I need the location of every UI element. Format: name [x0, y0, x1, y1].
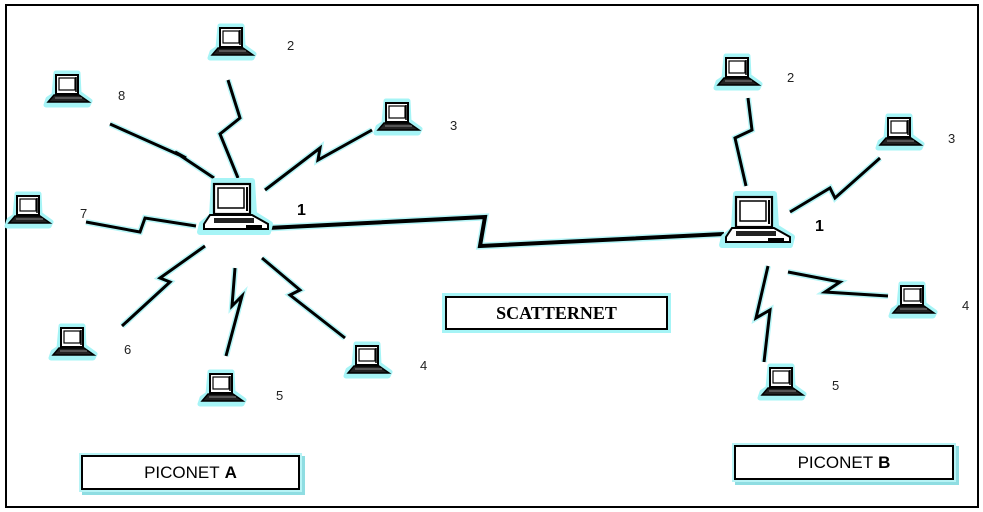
piconet-b-slave-2-number: 2 — [787, 70, 794, 85]
piconet-a-devices: 1 2 3 4 5 6 7 8 — [7, 26, 457, 404]
link-a-1-2 — [218, 79, 242, 179]
piconet-b-master-number: 1 — [815, 218, 824, 235]
scatternet-label-box: SCATTERNET — [445, 296, 668, 330]
piconet-b-slave-4-laptop-icon — [891, 284, 935, 316]
piconet-b-slave-3-number: 3 — [948, 131, 955, 146]
piconet-b-slave-5-laptop-icon — [760, 366, 804, 398]
piconet-b-label-letter: B — [878, 452, 891, 472]
link-a-1-7 — [85, 216, 197, 234]
link-b-1-3 — [789, 156, 881, 214]
piconet-a-slave-5-laptop-icon — [200, 372, 244, 404]
diagram-frame — [5, 4, 979, 508]
piconet-b-slave-4-number: 4 — [962, 298, 969, 313]
piconet-a-slave-3-number: 3 — [450, 118, 457, 133]
piconet-a-slave-5-number: 5 — [276, 388, 283, 403]
scatternet-label: SCATTERNET — [496, 302, 617, 323]
piconet-b-label-box: PICONET B — [734, 445, 954, 480]
piconet-a-label-box: PICONET A — [81, 455, 300, 490]
piconet-a-slave-2-laptop-icon — [210, 26, 254, 58]
piconet-a-slave-3-laptop-icon — [376, 101, 420, 133]
link-b-1-2 — [733, 97, 754, 187]
piconet-a-slave-4-number: 4 — [420, 358, 427, 373]
piconet-b-devices: 1 2 3 4 5 — [716, 56, 969, 398]
link-a-1-5 — [224, 267, 245, 357]
piconet-b-master-laptop-icon — [722, 194, 792, 245]
link-b-1-5 — [753, 265, 772, 363]
piconet-b-slave-5-number: 5 — [832, 378, 839, 393]
scatternet-link — [267, 213, 725, 250]
piconet-b-slave-3-laptop-icon — [878, 116, 922, 148]
link-b-1-4 — [787, 270, 889, 298]
piconet-b-label-prefix: PICONET — [797, 452, 874, 472]
piconet-b-links — [731, 97, 889, 363]
piconet-a-slave-7-laptop-icon — [7, 194, 51, 226]
piconet-a-links — [85, 79, 374, 357]
link-a-1-8 — [109, 122, 215, 180]
piconet-a-master-laptop-icon — [200, 181, 270, 232]
piconet-a-slave-6-number: 6 — [124, 342, 131, 357]
piconet-a-slave-2-number: 2 — [287, 38, 294, 53]
piconet-a-label-prefix: PICONET — [144, 462, 220, 482]
link-a-1-3 — [264, 128, 373, 192]
piconet-a-slave-8-number: 8 — [118, 88, 125, 103]
piconet-a-slave-4-laptop-icon — [346, 344, 390, 376]
piconet-a-slave-6-laptop-icon — [51, 326, 95, 358]
piconet-a-slave-8-laptop-icon — [46, 73, 90, 105]
piconet-b-slave-2-laptop-icon — [716, 56, 760, 88]
link-a-1-6 — [120, 244, 206, 328]
link-a-1-4 — [261, 256, 346, 340]
piconet-a-label-letter: A — [224, 462, 237, 482]
piconet-a-master-number: 1 — [297, 202, 306, 219]
piconet-a-slave-7-number: 7 — [80, 206, 87, 221]
